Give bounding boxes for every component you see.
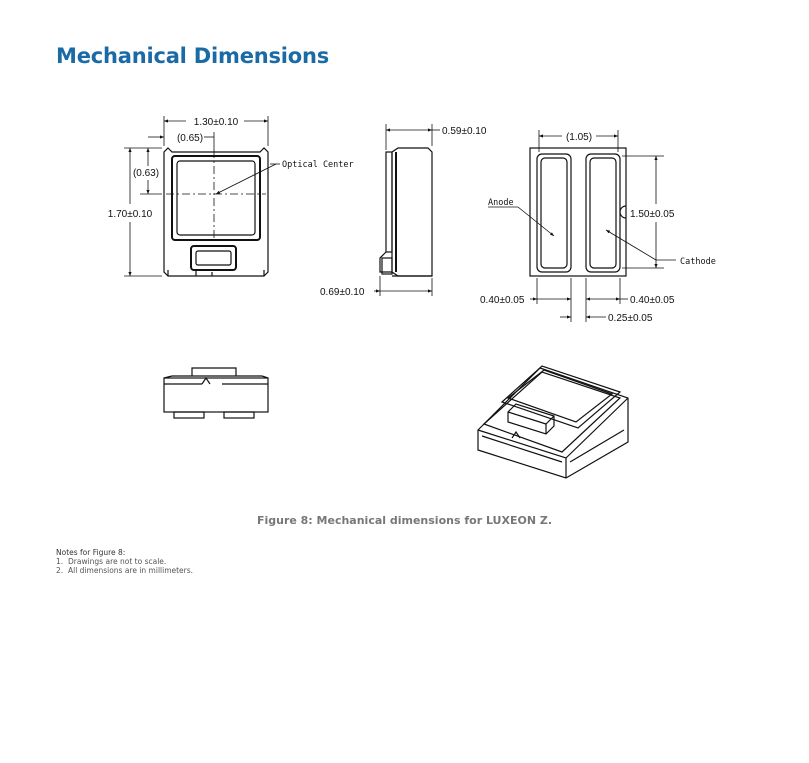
notes-heading: Notes for Figure 8: — [56, 548, 126, 557]
top-view-dimensions — [124, 116, 280, 277]
label-cathode: Cathode — [680, 257, 716, 267]
dim-height-total: 1.70±0.10 — [108, 209, 153, 220]
dim-height-center: (0.63) — [133, 168, 159, 179]
note-text: Drawings are not to scale. — [68, 557, 167, 566]
bottom-view — [529, 147, 627, 277]
bottom-view-dimensions — [488, 130, 676, 322]
note-number: 2. — [56, 566, 64, 575]
label-anode: Anode — [488, 198, 514, 208]
dim-pad-span: (1.05) — [566, 132, 592, 143]
top-view — [163, 147, 269, 277]
note-item: 2. All dimensions are in millimeters. — [56, 566, 193, 575]
note-number: 1. — [56, 557, 64, 566]
dim-pad-gap: 0.25±0.05 — [608, 313, 653, 324]
page-title: Mechanical Dimensions — [56, 44, 330, 68]
figure-caption: Figure 8: Mechanical dimensions for LUXE… — [256, 514, 553, 527]
side-view — [379, 147, 433, 277]
note-item: 1. Drawings are not to scale. — [56, 557, 193, 566]
dim-pad-width-left: 0.40±0.05 — [480, 295, 525, 306]
front-view — [163, 367, 269, 419]
dim-pad-width-right: 0.40±0.05 — [630, 295, 675, 306]
side-view-dimensions — [374, 124, 440, 296]
label-optical-center: Optical Center — [282, 160, 354, 170]
dim-thickness-base: 0.69±0.10 — [320, 287, 365, 298]
dim-width-center: (0.65) — [177, 133, 203, 144]
isometric-view — [477, 365, 629, 479]
dim-width-total: 1.30±0.10 — [194, 117, 239, 128]
figure-notes: Notes for Figure 8: 1. Drawings are not t… — [56, 548, 193, 575]
dim-thickness-total: 0.59±0.10 — [442, 126, 487, 137]
note-text: All dimensions are in millimeters. — [68, 566, 194, 575]
dim-pad-length: 1.50±0.05 — [630, 209, 675, 220]
